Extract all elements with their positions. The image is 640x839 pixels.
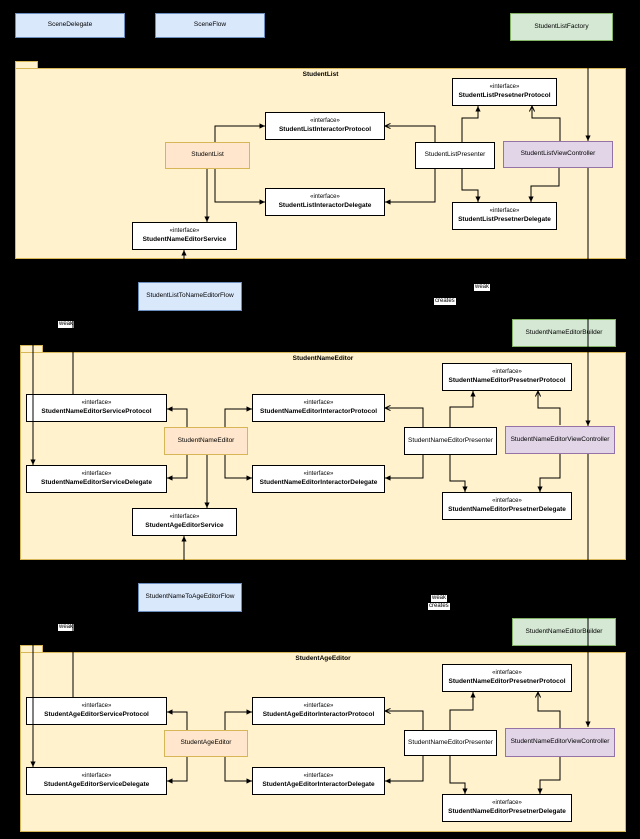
student-age-editor-builder-label: StudentNameEditorBuilder bbox=[525, 627, 603, 635]
student-age-editor-class-label: StudentAgeEditor bbox=[180, 739, 232, 747]
student-name-editor-presenter-label: StudentNameEditorPresenter bbox=[408, 436, 493, 444]
student-name-editor-service-protocol-stereotype: «interface» bbox=[81, 400, 112, 407]
student-name-to-age-editor-flow-label: StudentNameToAgeEditorFlow bbox=[145, 593, 235, 601]
student-name-editor-presetner-protocol[interactable]: «interface»StudentNameEditorPresetnerPro… bbox=[442, 363, 572, 391]
student-list-presetner-protocol-label: StudentListPresetnerProtocol bbox=[458, 91, 551, 99]
student-age-editor-presenter[interactable]: StudentNameEditorPresenter bbox=[404, 730, 497, 756]
student-name-editor-view-controller-label: StudentNameEditorViewController bbox=[510, 435, 610, 443]
student-name-editor-view-controller[interactable]: StudentNameEditorViewController bbox=[505, 426, 615, 454]
student-age-presetner-delegate[interactable]: «interface»StudentNameEditorPresetnerDel… bbox=[442, 794, 572, 822]
student-list-class-label: StudentList bbox=[191, 151, 224, 159]
student-age-editor-presenter-label: StudentNameEditorPresenter bbox=[408, 738, 493, 746]
student-age-editor-interactor-delegate-stereotype: «interface» bbox=[303, 773, 334, 780]
student-name-to-age-editor-flow[interactable]: StudentNameToAgeEditorFlow bbox=[138, 583, 242, 612]
student-name-editor-presetner-protocol-label: StudentNameEditorPresetnerProtocol bbox=[448, 376, 566, 384]
student-age-presetner-delegate-stereotype: «interface» bbox=[492, 800, 522, 807]
student-age-editor-interactor-protocol-stereotype: «interface» bbox=[303, 703, 334, 710]
student-name-editor-presetner-delegate-label: StudentNameEditorPresetnerDelegate bbox=[448, 505, 566, 513]
student-list-factory-label: StudentListFactory bbox=[534, 22, 589, 30]
scene-flow[interactable]: SceneFlow bbox=[155, 13, 265, 38]
student-age-presetner-protocol[interactable]: «interface»StudentNameEditorPresetnerPro… bbox=[442, 664, 572, 692]
student-list-presenter-label: StudentListPresenter bbox=[424, 151, 486, 159]
student-list-factory[interactable]: StudentListFactory bbox=[510, 13, 613, 41]
student-name-editor-service-delegate-label: StudentNameEditorServiceDelegate bbox=[41, 478, 152, 486]
student-list-interactor-protocol[interactable]: «interface»StudentListInteractorProtocol bbox=[265, 112, 385, 140]
student-name-editor-interactor-delegate-stereotype: «interface» bbox=[303, 471, 334, 478]
creates-label-1: creates bbox=[434, 298, 456, 305]
creates-label-2: creates bbox=[428, 603, 450, 610]
student-age-editor-interactor-delegate[interactable]: «interface»StudentAgeEditorInteractorDel… bbox=[252, 767, 385, 795]
student-name-editor-presetner-protocol-stereotype: «interface» bbox=[492, 369, 522, 376]
student-name-editor-presetner-delegate-stereotype: «interface» bbox=[492, 498, 522, 505]
student-age-presetner-protocol-stereotype: «interface» bbox=[492, 670, 522, 677]
student-name-editor-presetner-delegate[interactable]: «interface»StudentNameEditorPresetnerDel… bbox=[442, 492, 572, 520]
student-name-editor-presenter[interactable]: StudentNameEditorPresenter bbox=[404, 427, 497, 455]
weak-label-2-right: weak bbox=[431, 595, 448, 602]
student-age-presetner-protocol-label: StudentNameEditorPresetnerProtocol bbox=[448, 677, 566, 685]
student-name-editor-class-label: StudentNameEditor bbox=[177, 436, 235, 444]
scene-delegate-label: SceneDelegate bbox=[47, 21, 93, 29]
student-age-editor-view-controller-label: StudentNameEditorViewController bbox=[510, 738, 610, 746]
student-list-presetner-delegate-stereotype: «interface» bbox=[489, 208, 520, 215]
student-list-class[interactable]: StudentList bbox=[165, 142, 250, 169]
weak-label-1-left: weak bbox=[58, 321, 75, 328]
student-name-editor-builder-label: StudentNameEditorBuilder bbox=[525, 328, 603, 336]
student-name-editor-interactor-protocol[interactable]: «interface»StudentNameEditorInteractorPr… bbox=[252, 394, 385, 422]
student-name-editor-interactor-delegate-label: StudentNameEditorInteractorDelegate bbox=[259, 478, 378, 486]
package-student-age-editor-title: StudentAgeEditor bbox=[295, 655, 351, 662]
student-age-editor-service-delegate-stereotype: «interface» bbox=[81, 773, 112, 780]
scene-delegate[interactable]: SceneDelegate bbox=[15, 13, 125, 38]
student-list-presetner-delegate[interactable]: «interface»StudentListPresetnerDelegate bbox=[452, 202, 557, 230]
student-list-view-controller-label: StudentListViewController bbox=[520, 150, 596, 158]
student-age-presetner-delegate-label: StudentNameEditorPresetnerDelegate bbox=[448, 807, 566, 815]
student-age-editor-class[interactable]: StudentAgeEditor bbox=[164, 730, 248, 757]
package-student-list-title: StudentList bbox=[302, 71, 339, 78]
student-age-editor-service[interactable]: «interface»StudentAgeEditorService bbox=[132, 508, 237, 536]
student-list-to-name-editor-flow[interactable]: StudentListToNameEditorFlow bbox=[138, 282, 242, 311]
student-name-editor-service-delegate[interactable]: «interface»StudentNameEditorServiceDeleg… bbox=[26, 465, 167, 493]
student-list-presenter[interactable]: StudentListPresenter bbox=[415, 142, 495, 169]
student-list-interactor-protocol-label: StudentListInteractorProtocol bbox=[278, 125, 372, 133]
student-age-editor-interactor-protocol-label: StudentAgeEditorInteractorProtocol bbox=[262, 710, 375, 718]
student-name-editor-service-protocol-label: StudentNameEditorServiceProtocol bbox=[41, 407, 152, 415]
student-name-editor-interactor-delegate[interactable]: «interface»StudentNameEditorInteractorDe… bbox=[252, 465, 385, 493]
student-age-editor-service-stereotype: «interface» bbox=[169, 514, 200, 521]
student-name-editor-service-delegate-stereotype: «interface» bbox=[81, 471, 112, 478]
student-name-editor-service-stereotype: «interface» bbox=[169, 228, 200, 235]
student-list-presetner-protocol[interactable]: «interface»StudentListPresetnerProtocol bbox=[452, 78, 557, 106]
student-name-editor-interactor-protocol-label: StudentNameEditorInteractorProtocol bbox=[259, 407, 377, 415]
student-age-editor-service-protocol-stereotype: «interface» bbox=[81, 703, 112, 710]
student-name-editor-service-protocol[interactable]: «interface»StudentNameEditorServiceProto… bbox=[26, 394, 167, 422]
student-age-editor-service-label: StudentAgeEditorService bbox=[145, 521, 224, 529]
student-name-editor-interactor-protocol-stereotype: «interface» bbox=[303, 400, 334, 407]
student-list-interactor-protocol-stereotype: «interface» bbox=[310, 118, 340, 125]
student-list-interactor-delegate-label: StudentListInteractorDelegate bbox=[278, 201, 372, 209]
weak-label-2-left: weak bbox=[58, 624, 75, 631]
student-list-presetner-delegate-label: StudentListPresetnerDelegate bbox=[458, 215, 551, 223]
student-age-editor-interactor-protocol[interactable]: «interface»StudentAgeEditorInteractorPro… bbox=[252, 697, 385, 725]
student-age-editor-service-delegate[interactable]: «interface»StudentAgeEditorServiceDelega… bbox=[26, 767, 167, 795]
scene-flow-label: SceneFlow bbox=[193, 21, 227, 29]
student-age-editor-builder[interactable]: StudentNameEditorBuilder bbox=[512, 618, 616, 646]
student-name-editor-class[interactable]: StudentNameEditor bbox=[164, 427, 248, 455]
student-age-editor-service-protocol-label: StudentAgeEditorServiceProtocol bbox=[44, 710, 149, 718]
student-list-to-name-editor-flow-label: StudentListToNameEditorFlow bbox=[146, 292, 234, 300]
student-age-editor-service-protocol[interactable]: «interface»StudentAgeEditorServiceProtoc… bbox=[26, 697, 167, 725]
student-list-interactor-delegate[interactable]: «interface»StudentListInteractorDelegate bbox=[265, 188, 385, 216]
student-name-editor-builder[interactable]: StudentNameEditorBuilder bbox=[512, 319, 616, 347]
student-age-editor-view-controller[interactable]: StudentNameEditorViewController bbox=[505, 728, 615, 757]
student-age-editor-service-delegate-label: StudentAgeEditorServiceDelegate bbox=[43, 780, 150, 788]
student-age-editor-interactor-delegate-label: StudentAgeEditorInteractorDelegate bbox=[262, 780, 375, 788]
student-name-editor-service[interactable]: «interface»StudentNameEditorService bbox=[132, 222, 237, 250]
student-list-interactor-delegate-stereotype: «interface» bbox=[310, 194, 340, 201]
student-list-presetner-protocol-stereotype: «interface» bbox=[489, 84, 520, 91]
weak-label-1-right: weak bbox=[474, 284, 491, 291]
package-student-name-editor-title: StudentNameEditor bbox=[292, 355, 354, 362]
student-name-editor-service-label: StudentNameEditorService bbox=[142, 235, 227, 243]
student-list-view-controller[interactable]: StudentListViewController bbox=[503, 141, 613, 168]
